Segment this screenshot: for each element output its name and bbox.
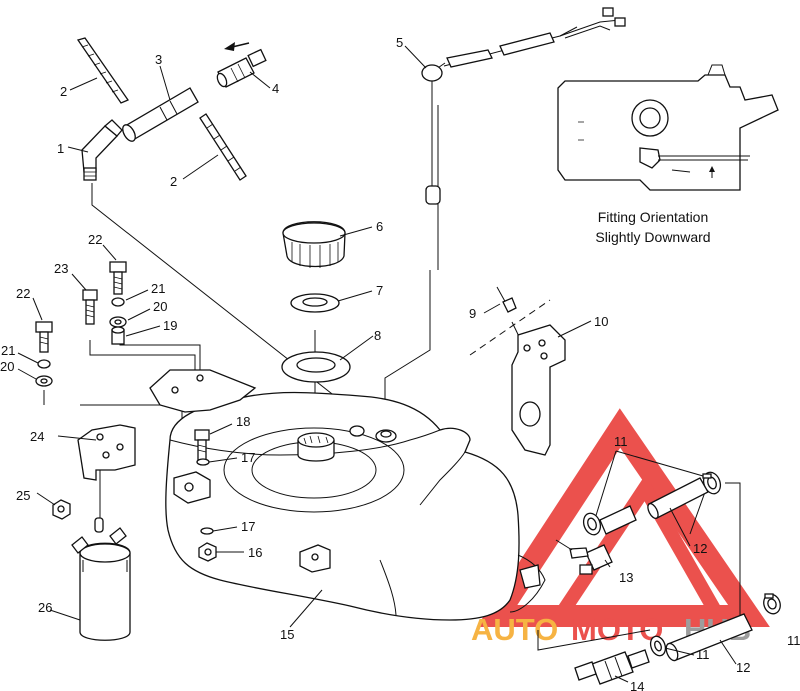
inset-note-line1: Fitting Orientation xyxy=(598,209,709,225)
bolt-23 xyxy=(82,289,98,325)
flow-direction-icon xyxy=(224,42,235,51)
clamp-11-left xyxy=(582,512,602,536)
leader-lines xyxy=(17,45,737,683)
label-22-left: 22 xyxy=(16,286,30,301)
label-12-lower: 12 xyxy=(736,660,750,675)
watermark-text-auto: AUTO xyxy=(471,612,558,647)
label-20-upper: 20 xyxy=(153,299,167,314)
bolt-22-upper xyxy=(109,261,127,295)
hose-12-upper xyxy=(647,477,709,520)
label-21-upper: 21 xyxy=(151,281,165,296)
label-19: 19 xyxy=(163,318,177,333)
filler-neck-ring xyxy=(281,351,351,383)
label-8: 8 xyxy=(374,328,381,343)
fuel-valve xyxy=(216,42,267,88)
label-11-right: 11 xyxy=(787,633,800,648)
washer-17-lower xyxy=(200,527,214,535)
label-5: 5 xyxy=(396,35,403,50)
label-14: 14 xyxy=(630,679,644,691)
label-17-lower: 17 xyxy=(241,519,255,534)
label-22-upper: 22 xyxy=(88,232,102,247)
fuel-filter-canister xyxy=(71,517,131,641)
fuel-sender xyxy=(421,7,626,205)
label-2-lower: 2 xyxy=(170,174,177,189)
elbow-fitting xyxy=(81,119,123,181)
label-11-bottom: 11 xyxy=(696,647,710,662)
clamp-11-upper-right xyxy=(702,471,722,495)
vent-fitting xyxy=(496,286,517,313)
label-9: 9 xyxy=(469,306,476,321)
washer-20-upper-hole xyxy=(114,319,122,325)
label-25: 25 xyxy=(16,488,30,503)
lock-washer-21-upper xyxy=(111,297,125,307)
tank-bracket xyxy=(511,324,566,456)
label-12-upper: 12 xyxy=(693,541,707,556)
hose-12-left xyxy=(599,505,637,535)
label-21-left: 21 xyxy=(1,343,15,358)
label-18: 18 xyxy=(236,414,250,429)
label-2-upper: 2 xyxy=(60,84,67,99)
label-17-upper: 17 xyxy=(241,450,255,465)
hose-sleeve xyxy=(122,87,199,142)
label-24: 24 xyxy=(30,429,44,444)
spacer-19 xyxy=(111,326,125,345)
label-4: 4 xyxy=(272,81,279,96)
label-1: 1 xyxy=(57,141,64,156)
label-26: 26 xyxy=(38,600,52,615)
label-10: 10 xyxy=(594,314,608,329)
crossmember xyxy=(149,369,257,413)
label-16: 16 xyxy=(248,545,262,560)
inset-note-line2: Slightly Downward xyxy=(595,229,710,245)
fuel-line-upper xyxy=(76,37,129,104)
cap-gasket xyxy=(290,293,340,313)
label-15: 15 xyxy=(280,627,294,642)
inline-filter-14 xyxy=(574,649,650,685)
label-20-left: 20 xyxy=(0,359,14,374)
washer-20-left-hole xyxy=(40,378,48,384)
clamp-11-far-right xyxy=(763,593,781,615)
mount-plate xyxy=(77,424,136,481)
fitting-orientation-inset: Fitting Orientation Slightly Downward xyxy=(557,64,779,245)
bolt-22-left xyxy=(35,321,53,353)
nut-25 xyxy=(52,499,71,520)
label-23: 23 xyxy=(54,261,68,276)
label-3: 3 xyxy=(155,52,162,67)
hose-12-lower xyxy=(665,613,753,662)
label-6: 6 xyxy=(376,219,383,234)
part-number-labels: 1 2 2 3 4 5 6 7 8 9 10 11 11 11 12 12 13… xyxy=(0,35,800,691)
clamp-11-lower xyxy=(649,635,667,657)
lock-washer-21-left xyxy=(37,359,51,369)
fuel-line-lower xyxy=(199,113,247,181)
tee-fitting-13 xyxy=(555,539,613,575)
label-11-top: 11 xyxy=(614,434,628,449)
label-7: 7 xyxy=(376,283,383,298)
nut-16 xyxy=(198,542,217,562)
label-13: 13 xyxy=(619,570,633,585)
fuel-cap xyxy=(282,221,346,268)
washer-17-upper xyxy=(196,458,210,466)
fuel-tank xyxy=(165,391,546,621)
